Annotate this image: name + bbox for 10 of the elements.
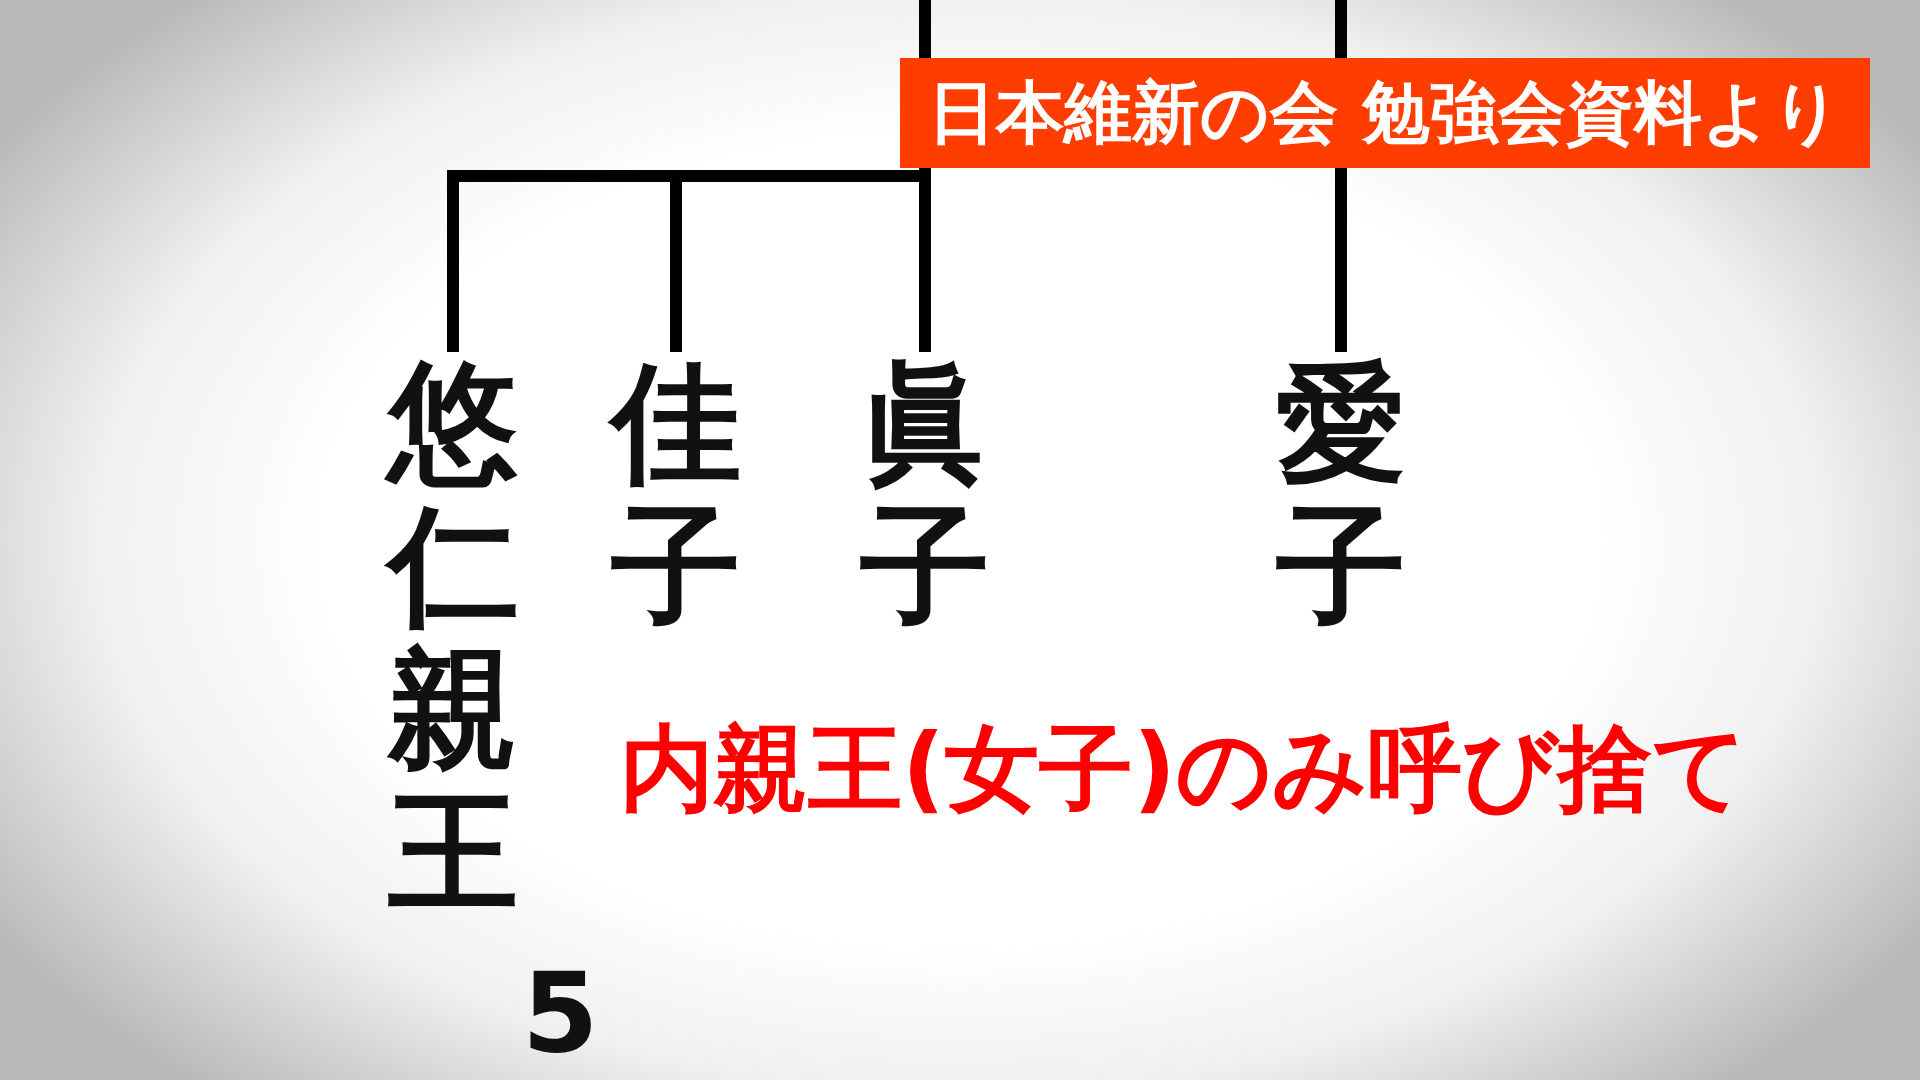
person-name: 愛子	[1274, 352, 1408, 638]
person-name: 悠仁親王	[386, 352, 520, 924]
family-tree-line	[670, 170, 682, 352]
source-banner: 日本維新の会 勉強会資料より	[900, 58, 1870, 168]
person-name: 佳子	[609, 352, 743, 638]
family-tree-line	[447, 170, 670, 352]
family-tree-line	[682, 170, 919, 182]
person-name: 眞子	[858, 352, 992, 638]
note-text: 内親王(女子)のみ呼び捨て	[620, 722, 1748, 816]
page-number: 5	[522, 958, 599, 1068]
